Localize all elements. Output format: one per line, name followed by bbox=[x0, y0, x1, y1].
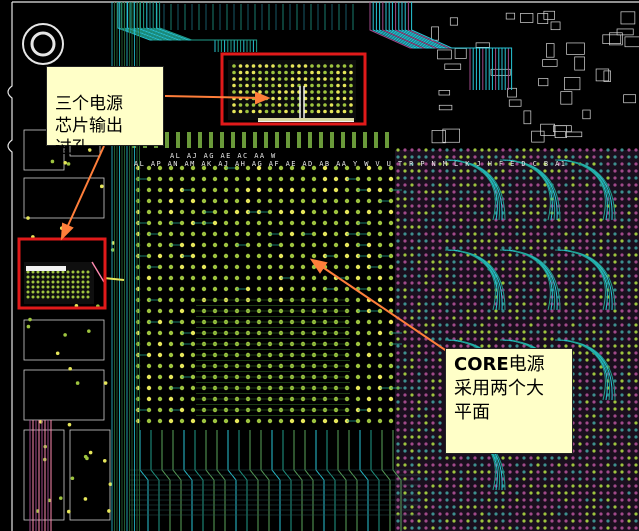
pin-row-labels-row: AL AP AN AM AK AJ AH AG AF AE AD AB AA Y… bbox=[134, 160, 567, 168]
callout-power-chip-vias: 三个电源 芯片输出 过孔 bbox=[46, 66, 164, 158]
highlight-box-top-vias bbox=[220, 52, 367, 126]
pin-row-labels-top: AL AJ AG AE AC AA W bbox=[170, 152, 277, 160]
callout-arrows bbox=[60, 91, 461, 361]
callout-core-text: 电源 采用两个大 平面 bbox=[454, 354, 545, 423]
callout-power-chip-vias-text: 三个电源 芯片输出 过孔 bbox=[55, 94, 123, 158]
left-power-chip-area bbox=[24, 261, 125, 304]
top-power-chip-area bbox=[228, 60, 356, 122]
pin-row-labels: AL AJ AG AE AC AA W AL AP AN AM AK AJ AH… bbox=[134, 152, 566, 168]
callout-core-prefix: CORE bbox=[454, 354, 509, 375]
board-edge bbox=[7, 1, 639, 531]
mounting-hole bbox=[22, 23, 64, 65]
right-component-region bbox=[395, 10, 639, 531]
bottom-trace-region bbox=[130, 430, 420, 531]
bga-pad-array bbox=[132, 132, 402, 424]
callout-core-power-planes: CORE电源 采用两个大 平面 bbox=[445, 348, 573, 454]
